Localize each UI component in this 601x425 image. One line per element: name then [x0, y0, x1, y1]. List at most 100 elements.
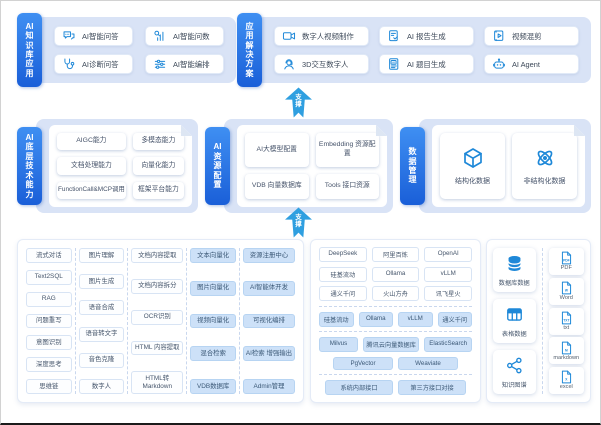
chart-search-icon	[153, 29, 167, 43]
chip-vectorization: 向量化能力	[132, 157, 184, 175]
chip-ai-data-qa: AI智能问数	[145, 26, 224, 46]
chip-label: AI智能问答	[82, 31, 119, 41]
cap-item: 深度思考	[26, 357, 72, 373]
svg-text:M: M	[565, 348, 568, 352]
chip-ai-diagnosis-qa: AI诊断问答	[54, 54, 133, 74]
knowledge-graph-icon	[505, 356, 524, 377]
provider-item: Ollama	[358, 311, 393, 327]
cap-item: 问题重写	[26, 313, 72, 329]
svg-text:AI: AI	[392, 60, 395, 64]
pdf-file-icon: PDF	[561, 252, 571, 265]
support-arrow-label: 支撑	[295, 214, 302, 229]
cap-item: Text2SQL	[26, 269, 72, 285]
provider-row: 硅基流动 Ollama vLLM	[319, 266, 473, 282]
chip-ai-orchestration: AI智能编排	[145, 54, 224, 74]
provider-row: 通义千问 火山方舟 讯飞星火	[319, 286, 473, 302]
provider-item: 第三方接口对接	[398, 379, 466, 395]
cap-item: 意图识别	[26, 335, 72, 351]
panel-providers: DeepSeek 阿里百炼 OpenAI 硅基流动 Ollama vLLM 通义…	[310, 239, 481, 403]
provider-item: 腾讯云向量数据库	[362, 336, 420, 352]
cap-item: 思维链	[26, 379, 72, 394]
chip-llm-config: AI大模型配置	[245, 133, 309, 167]
provider-item: 硅基流动	[319, 311, 354, 327]
ai-resources-card: AI大模型配置 Embedding 资源配置 VDB 向量数据库 Tools 接…	[237, 125, 387, 207]
provider-row: 硅基流动 Ollama vLLM 通义千问	[319, 311, 472, 327]
dashed-divider	[319, 374, 472, 376]
provider-item: 通义千问	[319, 286, 367, 302]
table-icon	[505, 305, 524, 326]
capability-column-2: 图片理解 图片生成 语音合成 语音转文字 音色克隆 数字人	[74, 248, 128, 394]
chip-video-remix: 视频混剪	[484, 26, 579, 46]
chat-icon	[62, 29, 76, 43]
provider-item: 阿里百炼	[371, 247, 420, 262]
chip-vdb: VDB 向量数据库	[245, 173, 309, 199]
cap-item: 数字人	[78, 379, 125, 394]
sliders-icon	[153, 57, 167, 71]
file-markdown: M markdown	[548, 337, 584, 365]
support-arrow-bottom: 支撑	[285, 207, 312, 238]
card-knowledge-graph: 知识图谱	[493, 350, 536, 394]
capability-column-1: 流式对话 Text2SQL RAG 问题重写 意图识别 深度思考 思维链	[23, 248, 75, 394]
chip-label: AI Agent	[512, 59, 540, 69]
chip-ai-qa: AI智能问答	[54, 26, 133, 46]
provider-item: OpenAI	[424, 247, 473, 262]
data-mgmt-card: 结构化数据 非结构化数据	[432, 125, 585, 207]
excel-file-icon: X	[561, 371, 571, 384]
dashed-divider	[319, 331, 472, 333]
file-label: excel	[559, 384, 573, 391]
chip-aigc: AIGC能力	[57, 133, 126, 151]
cap-item: 图片理解	[78, 248, 125, 263]
card-label: 结构化数据	[455, 178, 490, 185]
ai-resources-body: AI大模型配置 Embedding 资源配置 VDB 向量数据库 Tools 接…	[224, 119, 393, 213]
cap-item: 音色克隆	[78, 352, 125, 368]
cap-item: AI检索 增强输出	[242, 346, 295, 362]
markdown-file-icon: M	[561, 341, 571, 355]
card-label: 非结构化数据	[523, 178, 566, 185]
provider-item: 通义千问	[437, 311, 472, 327]
file-label: PDF	[560, 265, 572, 272]
solutions-tab: 应用解决方案	[237, 13, 262, 87]
chip-embedding-config: Embedding 资源配置	[315, 133, 379, 167]
provider-item: ElasticSearch	[424, 336, 473, 352]
section-solutions: 应用解决方案 数字人视频制作 AI 报告生成 视频混剪 3D交互数字人	[237, 13, 591, 87]
chip-label: AI智能问数	[173, 31, 210, 41]
cap-item: HTML 内容提取	[131, 340, 184, 356]
film-icon	[492, 29, 506, 43]
card-label: 表格数据	[501, 330, 527, 338]
data-source-cards: 数据库数据 表格数据 知识图谱	[493, 248, 542, 394]
svg-text:X: X	[565, 378, 568, 382]
atom-icon	[533, 146, 557, 172]
file-word: W Word	[548, 277, 584, 305]
chip-label: AI 报告生成	[407, 31, 446, 41]
data-mgmt-tab-label: 数据管理	[408, 147, 417, 185]
word-file-icon: W	[561, 281, 571, 295]
cap-item: 图片向量化	[190, 280, 236, 296]
chip-tools-api: Tools 接口资源	[315, 173, 379, 199]
txt-file-icon: TXT	[561, 311, 571, 325]
svg-text:TXT: TXT	[563, 318, 569, 322]
file-label: Word	[559, 295, 573, 302]
video-camera-icon	[282, 29, 296, 43]
provider-item: 硅基流动	[319, 266, 367, 282]
chip-ai-question-gen: AI AI 题目生成	[379, 54, 474, 74]
cap-item: RAG	[26, 291, 72, 307]
chip-label: AI诊断问答	[82, 59, 119, 69]
provider-item: 火山方舟	[371, 286, 420, 302]
chip-doc-processing: 文档处理能力	[57, 157, 126, 175]
provider-row: 系统内部接口 第三方接口对接	[319, 379, 472, 395]
card-structured-data: 结构化数据	[440, 133, 505, 199]
chip-digital-human-video: 数字人视频制作	[274, 26, 369, 46]
provider-row: DeepSeek 阿里百炼 OpenAI	[319, 247, 473, 262]
avatar-headset-icon	[282, 57, 296, 71]
solutions-body: 数字人视频制作 AI 报告生成 视频混剪 3D交互数字人 AI AI 题目生成	[256, 17, 591, 83]
chip-functioncall-mcp: FunctionCall&MCP调用	[57, 181, 126, 199]
chip-label: AI智能编排	[173, 59, 210, 69]
cap-item: 语音合成	[78, 300, 125, 316]
